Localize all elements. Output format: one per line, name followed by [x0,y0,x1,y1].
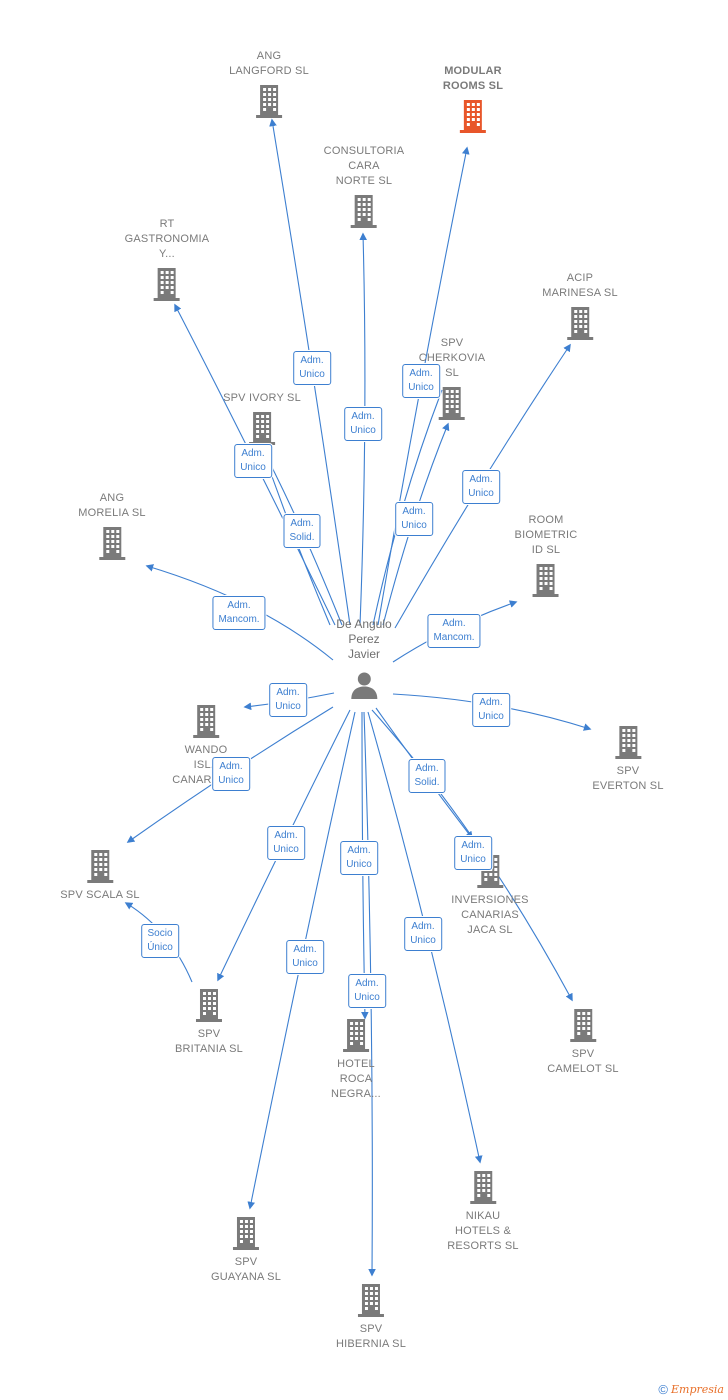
node-consultoria-cara-norte[interactable]: CONSULTORIA CARA NORTE SL [324,144,405,229]
node-label: SPV CAMELOT SL [547,1048,619,1075]
node-hotel-roca-negra[interactable]: HOTEL ROCA NEGRA... [331,1017,381,1102]
badge-acip[interactable]: Adm. Unico [462,470,500,504]
node-spv-scala[interactable]: SPV SCALA SL [60,848,140,903]
node-spv-ivory[interactable]: SPV IVORY SL [223,391,301,446]
badge-camelot[interactable]: Adm. Unico [454,836,492,870]
node-spv-camelot[interactable]: SPV CAMELOT SL [547,1007,619,1077]
badge-everton[interactable]: Adm. Unico [472,693,510,727]
node-acip-marinesa[interactable]: ACIP MARINESA SL [542,271,618,341]
person-node[interactable]: De Angulo Perez Javier [336,617,392,700]
building-icon [614,726,641,759]
node-spv-cherkovia[interactable]: SPV CHERKOVIA SL [419,336,486,421]
node-label: RT GASTRONOMIA Y... [124,218,210,260]
badge-socio[interactable]: Socio Único [141,924,179,958]
building-icon [196,989,222,1022]
building-icon [342,1019,369,1052]
building-icon [256,85,282,118]
brand-logo: Empresia [671,1383,724,1396]
node-label: SPV CHERKOVIA SL [418,337,486,379]
node-room-biometric[interactable]: ROOM BIOMETRIC ID SL [515,513,578,598]
node-ang-morelia[interactable]: ANG MORELIA SL [78,491,146,561]
node-modular-rooms[interactable]: MODULAR ROOMS SL [443,64,503,134]
building-icon [98,527,125,560]
node-label: SPV GUAYANA SL [210,1256,282,1283]
footer-brand: © Empresia [658,1382,724,1397]
node-label: ACIP MARINESA SL [542,272,618,299]
building-icon [460,100,486,133]
building-icon [192,705,219,738]
node-label: ANG MORELIA SL [78,492,146,519]
badge-rt[interactable]: Adm. Unico [234,444,272,478]
building-icon [470,1171,496,1204]
node-spv-hibernia[interactable]: SPV HIBERNIA SL [336,1282,406,1352]
node-label: ANG LANGFORD SL [229,50,309,77]
badge-morelia[interactable]: Adm. Mancom. [212,596,266,630]
node-label: SPV BRITANIA SL [174,1028,244,1055]
node-label: NIKAU HOTELS & RESORTS SL [447,1210,519,1252]
building-icon [249,412,275,445]
badge-hotel[interactable]: Adm. Unico [340,841,378,875]
node-inversiones-canarias[interactable]: INVERSIONES CANARIAS JACA SL [451,853,528,938]
node-label: SPV SCALA SL [60,889,140,901]
badge-ang-langford[interactable]: Adm. Unico [293,351,331,385]
copyright-icon: © [658,1382,668,1397]
node-rt-gastronomia[interactable]: RT GASTRONOMIA Y... [125,217,210,302]
node-spv-everton[interactable]: SPV EVERTON SL [592,724,663,794]
badge-wando[interactable]: Adm. Unico [269,683,307,717]
node-label: SPV IVORY SL [223,392,301,404]
node-label: HOTEL ROCA NEGRA... [331,1058,381,1100]
badge-hibernia[interactable]: Adm. Unico [348,974,386,1008]
badge-modular[interactable]: Adm. Unico [402,364,440,398]
node-spv-guayana[interactable]: SPV GUAYANA SL [211,1215,281,1285]
node-ang-langford[interactable]: ANG LANGFORD SL [229,49,309,119]
badge-room[interactable]: Adm. Mancom. [427,614,481,648]
badge-guayana[interactable]: Adm. Unico [286,940,324,974]
building-icon [570,1009,596,1042]
building-icon [358,1284,384,1317]
building-icon [233,1217,259,1250]
badge-cherkovia[interactable]: Adm. Unico [395,502,433,536]
building-icon [350,195,377,228]
node-label: ROOM BIOMETRIC ID SL [514,514,578,556]
node-label: SPV HIBERNIA SL [335,1323,407,1350]
badge-ivory[interactable]: Adm. Solid. [283,514,321,548]
badge-consultoria[interactable]: Adm. Unico [344,407,382,441]
badge-nikau[interactable]: Adm. Unico [404,917,442,951]
node-nikau-hotels[interactable]: NIKAU HOTELS & RESORTS SL [447,1169,519,1254]
badge-britania[interactable]: Adm. Unico [267,826,305,860]
badge-inversiones-solid[interactable]: Adm. Solid. [408,759,446,793]
node-label: CONSULTORIA CARA NORTE SL [323,145,405,187]
building-icon [439,387,465,420]
node-spv-britania[interactable]: SPV BRITANIA SL [175,987,243,1057]
building-icon [532,564,559,597]
node-label: INVERSIONES CANARIAS JACA SL [451,894,529,936]
node-label: MODULAR ROOMS SL [442,65,504,92]
person-label: De Angulo Perez Javier [336,617,392,661]
building-icon [567,307,593,340]
building-icon [86,850,113,883]
badge-scala[interactable]: Adm. Unico [212,757,250,791]
person-icon [350,672,377,699]
node-label: SPV EVERTON SL [592,765,664,792]
building-icon [154,268,180,301]
